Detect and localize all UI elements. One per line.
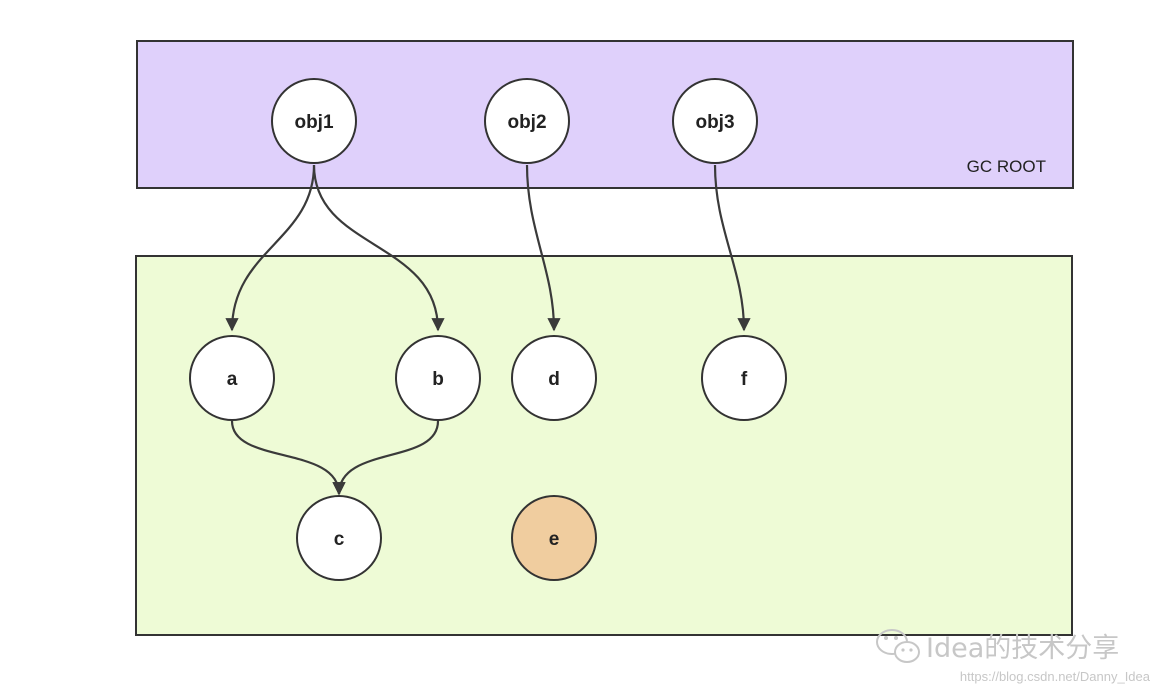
- heap-region: [135, 255, 1073, 636]
- node-e-label: e: [549, 529, 560, 550]
- watermark: Idea的技术分享 https://blog.csdn.net/Danny_Id…: [876, 629, 1151, 684]
- node-a-circle: [189, 335, 275, 421]
- node-b: b: [395, 335, 481, 421]
- edge-obj1-to-a: [225, 164, 316, 332]
- gc-root-label: GC ROOT: [967, 157, 1046, 176]
- node-f-label: f: [741, 369, 748, 390]
- node-a-label: a: [227, 369, 238, 390]
- nodes-group: obj1 obj2 obj3 a b c d e f: [189, 78, 787, 581]
- node-c-label: c: [334, 529, 345, 550]
- node-d-circle: [511, 335, 597, 421]
- edges-group: [225, 164, 751, 496]
- edge-obj2-to-d: [525, 164, 561, 332]
- node-e-circle: [511, 495, 597, 581]
- watermark-text: Idea的技术分享: [926, 633, 1119, 664]
- node-obj2-label: obj2: [507, 112, 546, 133]
- edge-obj1-to-b: [312, 164, 445, 332]
- node-obj1: obj1: [271, 78, 357, 164]
- node-b-circle: [395, 335, 481, 421]
- node-d: d: [511, 335, 597, 421]
- edge-a-to-c: [230, 420, 346, 496]
- node-obj3-circle: [672, 78, 758, 164]
- node-b-label: b: [432, 369, 444, 390]
- edge-obj3-to-f: [713, 164, 751, 332]
- node-obj2-circle: [484, 78, 570, 164]
- node-c: c: [296, 495, 382, 581]
- node-obj3: obj3: [672, 78, 758, 164]
- edge-b-to-c: [332, 420, 440, 496]
- node-f: f: [701, 335, 787, 421]
- node-obj2: obj2: [484, 78, 570, 164]
- node-a: a: [189, 335, 275, 421]
- watermark-url: https://blog.csdn.net/Danny_Idea: [960, 669, 1151, 684]
- node-obj1-circle: [271, 78, 357, 164]
- node-c-circle: [296, 495, 382, 581]
- node-d-label: d: [548, 369, 560, 390]
- wechat-logo-icon: [876, 629, 920, 663]
- node-obj1-label: obj1: [294, 112, 333, 133]
- node-obj3-label: obj3: [695, 112, 734, 133]
- node-e: e: [511, 495, 597, 581]
- node-f-circle: [701, 335, 787, 421]
